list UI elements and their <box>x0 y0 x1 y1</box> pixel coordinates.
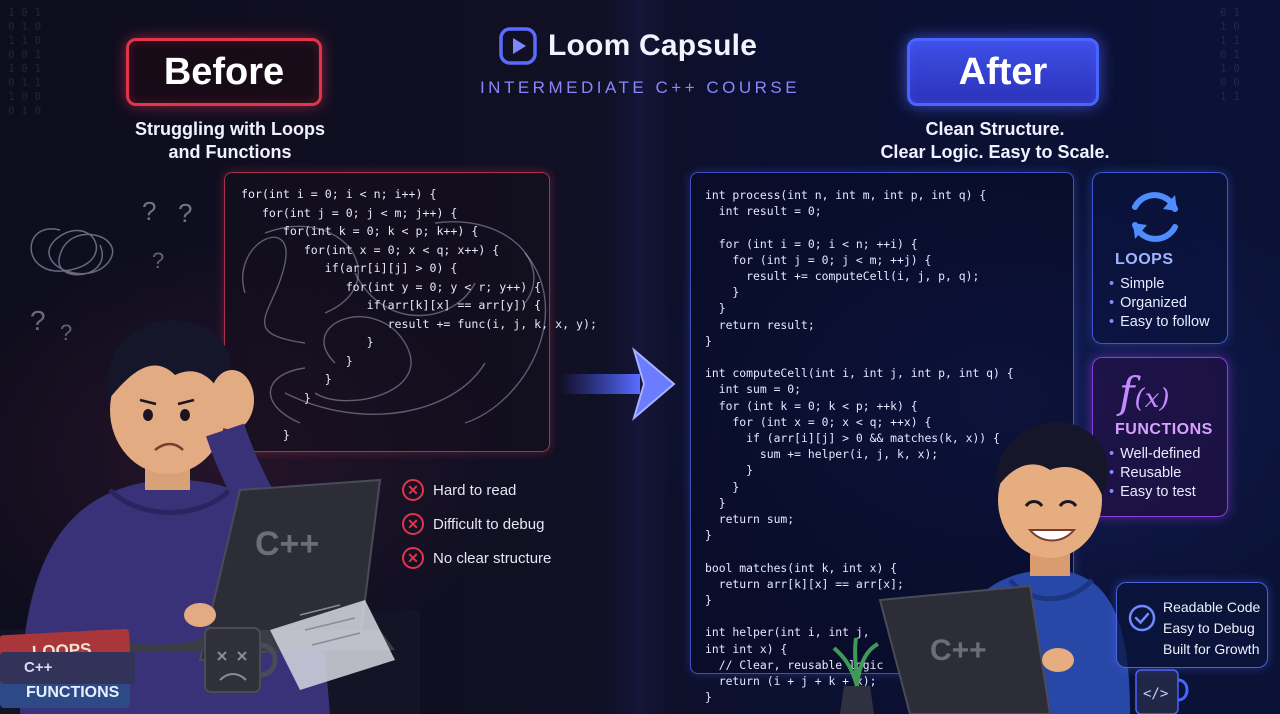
book-label: FUNCTIONS <box>26 684 120 701</box>
x-circle-icon: ✕ <box>402 479 424 501</box>
loops-card-list: Simple Organized Easy to follow <box>1109 275 1210 332</box>
list-item: Organized <box>1109 294 1210 313</box>
question-mark-icon: ? <box>178 198 192 228</box>
plant-icon <box>832 637 879 714</box>
benefit-item: Built for Growth <box>1163 641 1260 657</box>
list-item: Well-defined <box>1109 445 1200 464</box>
problem-item: ✕ No clear structure <box>402 541 551 575</box>
check-circle-icon <box>1128 604 1156 632</box>
binary-pattern-left: 1 0 1 0 1 0 1 1 0 0 0 1 1 0 1 0 1 1 1 0 … <box>8 6 42 117</box>
sad-mug-icon <box>204 627 278 693</box>
x-circle-icon: ✕ <box>402 547 424 569</box>
before-badge: Before <box>126 38 322 106</box>
mug-label: </> <box>1143 686 1168 702</box>
problems-list: ✕ Hard to read ✕ Difficult to debug ✕ No… <box>402 473 551 575</box>
messy-code: for(int i = 0; i < n; i++) { for(int j =… <box>241 187 597 442</box>
problem-text: Hard to read <box>433 481 517 499</box>
before-subtitle: Struggling with Loops and Functions <box>110 118 350 164</box>
brand-name: Loom Capsule <box>548 29 758 62</box>
list-item: Reusable <box>1109 464 1200 483</box>
benefits-box: Readable Code Easy to Debug Built for Gr… <box>1116 582 1268 668</box>
benefit-item: Easy to Debug <box>1163 620 1255 636</box>
book-cpp: C++ <box>0 652 135 684</box>
after-subtitle-line1: Clean Structure. <box>925 119 1065 139</box>
laptop-label: C++ <box>930 634 987 667</box>
problem-text: No clear structure <box>433 549 552 567</box>
happy-student-illustration: C++ <box>832 421 1130 714</box>
binary-pattern-right: 0 1 1 0 1 1 0 1 1 0 0 0 1 1 <box>1220 6 1240 103</box>
question-mark-icon: ? <box>30 305 46 336</box>
benefit-item: Readable Code <box>1163 599 1261 615</box>
problem-text: Difficult to debug <box>433 515 545 533</box>
refresh-icon <box>1132 192 1178 242</box>
function-symbol-icon: f(x) <box>1119 368 1170 417</box>
question-mark-icon: ? <box>142 196 156 226</box>
course-subtitle: INTERMEDIATE C++ COURSE <box>479 78 801 97</box>
messy-code-panel: for(int i = 0; i < n; i++) { for(int j =… <box>224 172 597 452</box>
after-subtitle-line2: Clear Logic. Easy to Scale. <box>880 142 1110 162</box>
x-circle-icon: ✕ <box>402 513 424 535</box>
functions-card-list: Well-defined Reusable Easy to test <box>1109 445 1200 502</box>
loops-card: LOOPS Simple Organized Easy to follow <box>1092 172 1228 344</box>
after-subtitle: Clean Structure. Clear Logic. Easy to Sc… <box>850 118 1140 164</box>
brand: Loom Capsule <box>498 26 757 66</box>
book-label: C++ <box>24 659 53 676</box>
list-item: Easy to follow <box>1109 313 1209 332</box>
fx-f: f <box>1119 368 1135 417</box>
transition-arrow-icon <box>560 347 676 421</box>
fx-paren: (x) <box>1134 384 1170 414</box>
clean-code: int process(int n, int m, int p, int q) … <box>705 188 1014 705</box>
problem-item: ✕ Hard to read <box>402 473 551 507</box>
functions-card-title: FUNCTIONS <box>1115 421 1213 438</box>
problem-item: ✕ Difficult to debug <box>402 507 551 541</box>
functions-card: f(x) FUNCTIONS Well-defined Reusable Eas… <box>1092 357 1228 517</box>
list-item: Easy to test <box>1109 483 1200 502</box>
question-mark-icon: ? <box>60 320 72 345</box>
code-mug-icon: </> <box>1135 669 1189 714</box>
play-logo-icon <box>499 27 537 65</box>
loops-card-title: LOOPS <box>1115 251 1174 268</box>
laptop-label: C++ <box>255 525 319 563</box>
scribble-icon <box>30 228 114 276</box>
list-item: Simple <box>1109 275 1210 294</box>
before-subtitle-line1: Struggling with Loops <box>135 119 325 139</box>
benefits-list: Readable Code Easy to Debug Built for Gr… <box>1163 597 1260 660</box>
question-mark-icon: ? <box>152 248 164 273</box>
frustrated-student-illustration: ? ? ? ? ? C++ LOOPS FUNCTIONS <box>0 196 420 714</box>
after-badge: After <box>907 38 1099 106</box>
tangled-arrows-icon <box>242 221 547 424</box>
before-subtitle-line2: and Functions <box>168 142 292 162</box>
